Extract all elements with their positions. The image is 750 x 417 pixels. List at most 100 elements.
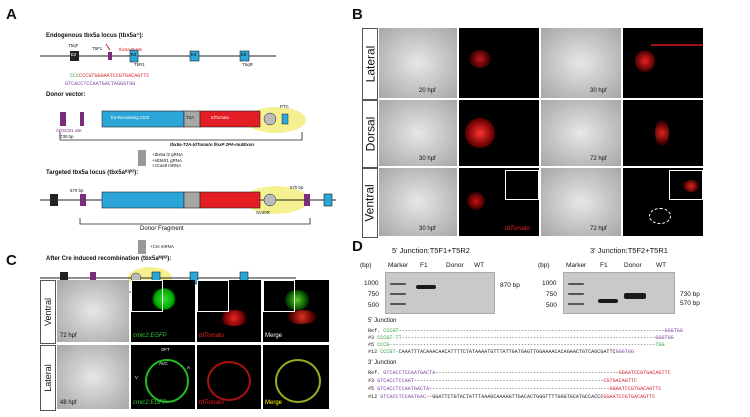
exon-e3-label: E3 <box>131 52 137 57</box>
primer-t5f1-label: T5F1 <box>92 46 103 51</box>
channel-merge-label-2: Merge <box>265 400 283 406</box>
arrow-down-2 <box>138 240 146 254</box>
row-label-c-ventral: Ventral <box>40 280 56 344</box>
injection-notes: +tbx5a l2 gRNA +nEMX1 gRNA +zCas9 mRNA <box>152 152 183 169</box>
image-ventral-72hpf-bright <box>541 168 621 236</box>
time-label-30hpf-a: 30 hpf <box>590 88 607 94</box>
donor-fragment-label: Donor Fragment <box>140 226 184 232</box>
targeted-title: Targeted tbx5a locus (tbx5aᴷᴵ/ᴷᴵ): <box>46 170 139 176</box>
image-lateral-30hpf-fluor <box>623 28 703 98</box>
time-label-20hpf: 20 hpf <box>419 88 436 94</box>
lane-marker-5: Marker <box>388 262 409 269</box>
nsite-sequence: GTCACCTCCAATGACTAGGGTGG <box>65 81 136 87</box>
image-ventral-30hpf-bright <box>379 168 457 236</box>
a-annotation: A <box>187 365 190 370</box>
time-label-dorsal-72hpf: 72 hpf <box>590 156 607 162</box>
time-label-ventral-72hpf: 72 hpf <box>590 226 607 232</box>
oft-annotation: OFT <box>161 347 170 352</box>
image-lateral-30hpf-bright <box>541 28 621 98</box>
row-label-ventral: Ventral <box>362 168 378 238</box>
image-dorsal-30hpf-bright <box>379 100 457 166</box>
donor-name: tbx5a-T2A-tdTomato floxP 2PA-mutExon <box>170 142 254 147</box>
ladder-1000-3: 1000 <box>542 280 557 287</box>
donor-vector-diagram <box>59 107 306 141</box>
site-sequence: CCCCCCGTGGGAATCCGTGACAGTTC <box>70 73 150 79</box>
panel-letter-a: A <box>6 6 17 23</box>
lane-wt-3: WT <box>656 262 667 269</box>
bp-unit-5: (bp) <box>360 262 372 269</box>
time-label-ventral-30hpf: 30 hpf <box>419 226 436 232</box>
image-c-lateral-bright <box>57 345 129 409</box>
primer-t5qf-label: T5qF <box>68 43 79 48</box>
panel-letter-b: B <box>352 6 363 23</box>
targeted-locus-diagram <box>40 186 336 225</box>
ladder-500-3: 500 <box>546 302 557 309</box>
ladder-750-3: 750 <box>546 291 557 298</box>
panel-letter-c: C <box>6 252 17 269</box>
image-dorsal-72hpf-fluor <box>623 100 703 166</box>
time-label-c-72hpf: 72 hpf <box>60 333 77 339</box>
image-c-ventral-egfp <box>131 280 195 342</box>
mid-size-label: 570 bp <box>70 188 84 193</box>
ptc-label: PTC <box>280 104 289 109</box>
ladder-500-5: 500 <box>368 302 379 309</box>
band-870-f1 <box>416 285 436 289</box>
image-c-ventral-bright <box>57 280 129 342</box>
after-title: After Cre induced recombination (tbx5aᴹ/… <box>46 256 172 262</box>
channel-tdtomato-label-2: tdTomato <box>199 400 224 406</box>
endogenous-locus-diagram <box>40 43 276 63</box>
cut-site-label: tbx5a l2 site <box>119 47 143 52</box>
exon-e5-label: E5 <box>241 52 247 57</box>
row-label-c-lateral: Lateral <box>40 345 56 411</box>
image-c-lateral-egfp: OFT AVC V A <box>131 345 195 409</box>
time-label-c-48hpf: 48 hpf <box>60 400 77 406</box>
image-dorsal-30hpf-fluor <box>459 100 539 166</box>
row-label-lateral: Lateral <box>362 28 378 100</box>
channel-merge-label-1: Merge <box>265 333 283 339</box>
injection-note-2: +nEMX1 gRNA <box>152 157 182 163</box>
endogenous-title: Endogenous tbx5a locus (tbx5a⁺): <box>46 33 144 39</box>
gel-3-junction <box>563 272 675 314</box>
hom-left-label: ADSCB1 site <box>56 128 82 133</box>
band3b-label: 570 bp <box>680 300 700 307</box>
image-c-ventral-tdtomato <box>197 280 261 342</box>
exon-e4-label: E4 <box>191 52 197 57</box>
j5-title: 5' Junction:T5F1+T5R2 <box>392 246 470 255</box>
seq3-3: #3 GTCACCTCCAAT-------------------------… <box>368 378 638 384</box>
image-c-ventral-merge <box>263 280 329 342</box>
donor-title: Donor vector: <box>46 92 86 98</box>
injection-note-3: +zCas9 mRNA <box>152 163 182 168</box>
bp-unit-3: (bp) <box>538 262 550 269</box>
fluor-label: tdTomato <box>505 226 530 232</box>
avc-annotation: AVC <box>159 361 168 366</box>
image-ventral-72hpf-fluor <box>623 168 703 236</box>
image-lateral-20hpf-fluor <box>459 28 539 98</box>
exon-e2-label: E2 <box>71 52 77 57</box>
cds-label: E3-Remaining CDS <box>111 115 150 120</box>
image-dorsal-72hpf-bright <box>541 100 621 166</box>
primer-t5qr-label: T5qR <box>242 62 253 67</box>
band-570-f1 <box>598 299 618 303</box>
ladder-750-5: 750 <box>368 291 379 298</box>
time-label-dorsal-30hpf: 30 hpf <box>419 156 436 162</box>
lane-wt-5: WT <box>474 262 485 269</box>
seq5-5: #5 CCCG---------------------------------… <box>368 342 665 348</box>
panel-letter-d: D <box>352 238 363 255</box>
seq3-12: #12 GTCACCTCCAATGAC--GGATTCTGTACTATTTAAA… <box>368 394 656 400</box>
lane-f1-3: F1 <box>600 262 608 269</box>
junction5-heading: 5' Junction <box>368 318 397 324</box>
seq5-3: #3 CCCGT-TT-----------------------------… <box>368 335 674 341</box>
channel-egfp-label-1: cmlc2:EGFP <box>133 333 167 339</box>
image-lateral-20hpf-bright <box>379 28 457 98</box>
ladder-1000-5: 1000 <box>364 280 379 287</box>
t2a-label: T2A <box>186 115 195 120</box>
seq5-12: #12 CCCGT-CAAATTTACAAACAACATTTTCTATAAAAT… <box>368 349 634 355</box>
v-annotation: V <box>135 375 138 380</box>
injection-note-1: +tbx5a l2 gRNA <box>152 152 183 157</box>
image-c-lateral-tdtomato <box>197 345 261 409</box>
seq3-ref: Ref. GTCACCTCCAATGACTA------------------… <box>368 370 671 376</box>
image-ventral-30hpf-fluor <box>459 168 539 236</box>
band-730-donor <box>624 293 646 299</box>
channel-egfp-label-2: cmlc2:EGFP <box>133 400 167 406</box>
sv40-label: SV40R <box>256 210 270 215</box>
